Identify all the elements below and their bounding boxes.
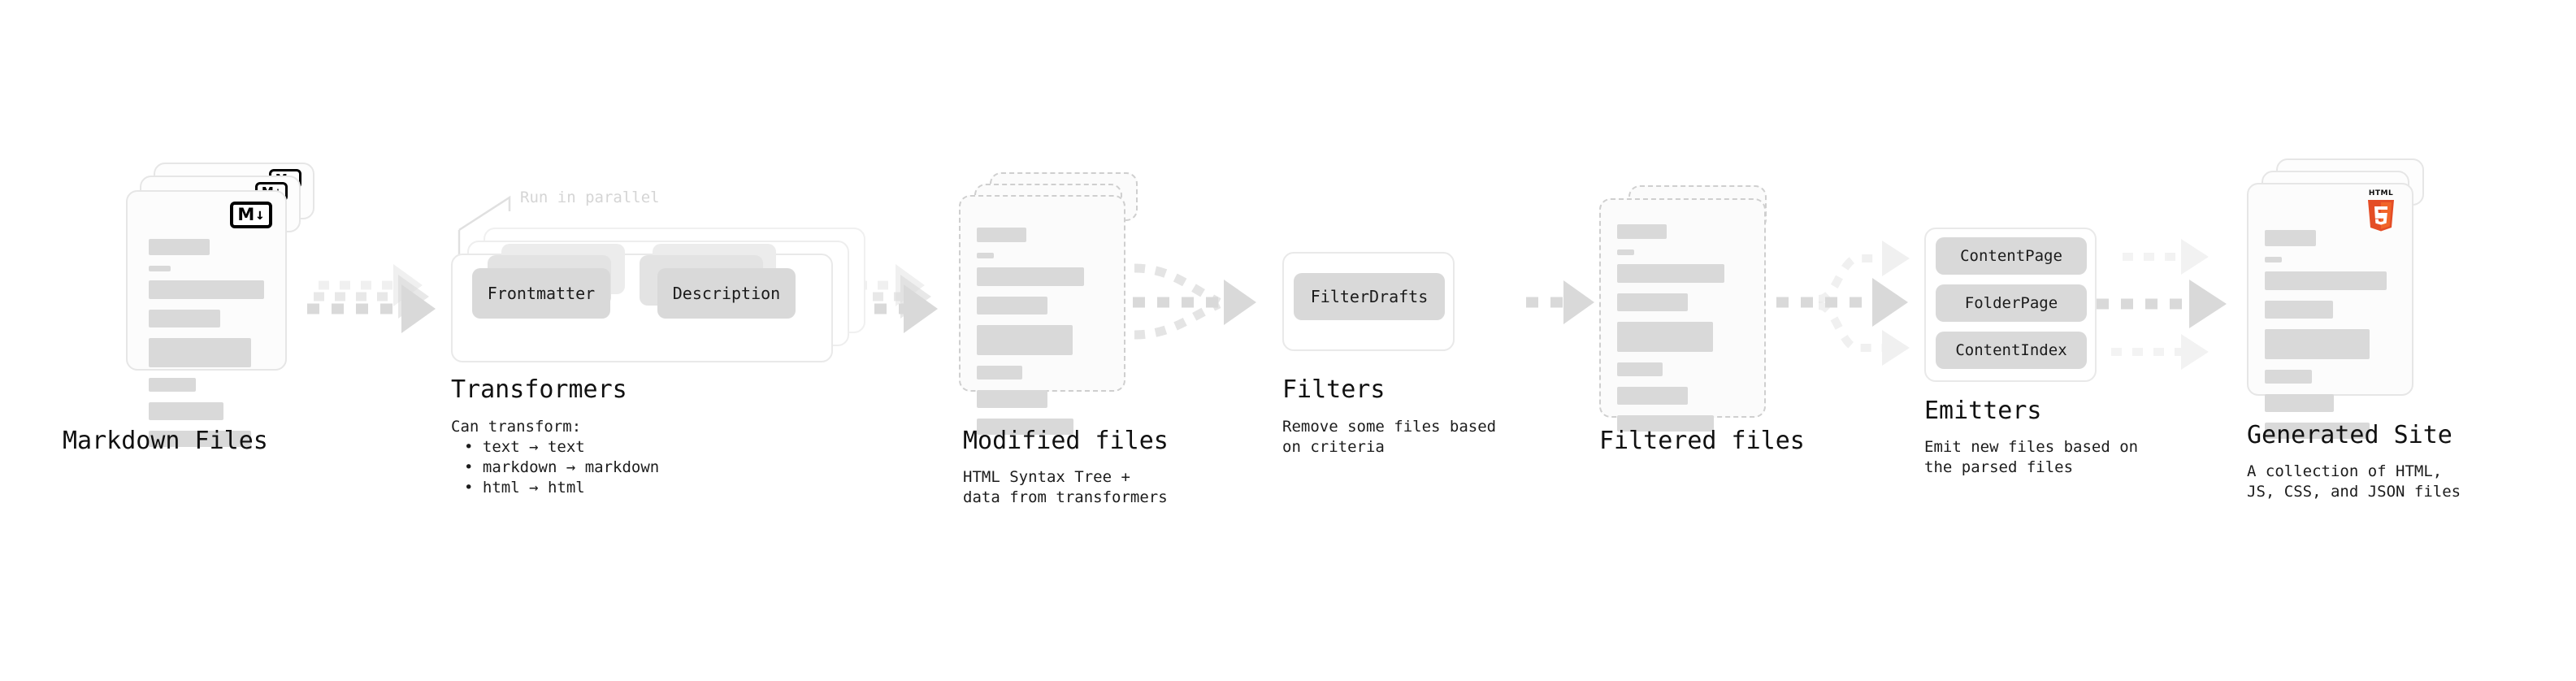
content-bar: [1617, 249, 1634, 255]
transformer-bullet: • text → text: [464, 438, 585, 456]
transformer-bullet: • markdown → markdown: [464, 458, 660, 476]
modified-card-front: [959, 195, 1125, 435]
emitter-chip-contentindex[interactable]: ContentIndex: [1936, 332, 2087, 369]
content-bar: [2265, 257, 2282, 262]
content-bar: [149, 338, 252, 367]
filters-title: Filters: [1282, 375, 1386, 404]
markdown-icon-arrow: ↓: [255, 206, 265, 223]
content-bar: [2265, 370, 2312, 384]
content-bar: [149, 310, 221, 327]
html5-icon: HTML: [2363, 189, 2399, 232]
markdown-files-title: Markdown Files: [63, 427, 268, 455]
content-bar: [977, 325, 1073, 355]
connector-modified-to-filters: [1133, 263, 1256, 340]
content-bar: [977, 297, 1047, 314]
markdown-icon: M ↓: [230, 202, 272, 228]
filtered-files-title: Filtered files: [1599, 427, 1805, 455]
content-bar: [2265, 394, 2335, 412]
content-bar: [1617, 264, 1725, 283]
content-bar: [1617, 322, 1713, 352]
transformer-chip-description[interactable]: Description: [657, 268, 796, 319]
filters-subtitle: Remove some files based on criteria: [1282, 418, 1497, 456]
run-in-parallel-label: Run in parallel: [520, 189, 660, 206]
content-bar: [1617, 415, 1715, 432]
content-bar: [977, 228, 1027, 242]
transformers-subtitle: Can transform:: [451, 418, 582, 436]
card-content-placeholder: [2265, 230, 2396, 449]
content-bar: [2265, 301, 2333, 319]
content-bar: [977, 419, 1074, 435]
markdown-icon-letter: M: [237, 205, 255, 224]
content-bar: [2265, 230, 2316, 246]
content-bar: [149, 378, 197, 392]
html5-icon-label: HTML: [2368, 189, 2394, 197]
content-bar: [149, 239, 210, 255]
content-bar: [977, 390, 1047, 408]
filter-chip-filterdrafts[interactable]: FilterDrafts: [1294, 273, 1445, 320]
emitters-subtitle: Emit new files based on the parsed files: [1924, 438, 2139, 476]
content-bar: [2265, 329, 2370, 359]
transformers-bullets: • text → text • markdown → markdown • ht…: [451, 437, 659, 498]
content-bar: [1617, 387, 1688, 405]
emitters-title: Emitters: [1924, 397, 2042, 425]
modified-files-subtitle: HTML Syntax Tree + data from transformer…: [963, 468, 1168, 506]
transformers-title: Transformers: [451, 375, 627, 404]
content-bar: [977, 366, 1023, 380]
content-bar: [149, 431, 252, 447]
generated-site-title: Generated Site: [2247, 421, 2452, 449]
card-content-placeholder: [977, 228, 1108, 445]
content-bar: [149, 280, 264, 299]
modified-files-title: Modified files: [963, 427, 1169, 455]
card-content-placeholder: [149, 239, 264, 458]
content-bar: [2265, 271, 2387, 290]
emitter-chip-contentpage[interactable]: ContentPage: [1936, 237, 2087, 275]
connector-filtered-to-emitters: [1776, 241, 1910, 366]
emitter-chip-folderpage[interactable]: FolderPage: [1936, 284, 2087, 322]
content-bar: [1617, 293, 1688, 311]
content-bar: [149, 402, 224, 420]
connector-md-to-transformers: [307, 264, 436, 333]
transformer-bullet: • html → html: [464, 479, 585, 497]
content-bar: [1617, 224, 1667, 239]
connector-filters-to-filtered: [1526, 280, 1594, 324]
filtered-card-front: [1599, 198, 1766, 432]
content-bar: [2265, 423, 2370, 439]
content-bar: [149, 266, 171, 271]
site-card-front: HTML: [2247, 183, 2413, 439]
transformer-chip-frontmatter[interactable]: Frontmatter: [472, 268, 610, 319]
connector-emitters-to-site: [2097, 239, 2227, 370]
generated-site-subtitle: A collection of HTML, JS, CSS, and JSON …: [2247, 462, 2461, 501]
markdown-card-front: M ↓: [126, 190, 287, 447]
content-bar: [1617, 362, 1663, 376]
card-content-placeholder: [1617, 224, 1748, 442]
content-bar: [977, 253, 994, 258]
content-bar: [977, 267, 1085, 286]
